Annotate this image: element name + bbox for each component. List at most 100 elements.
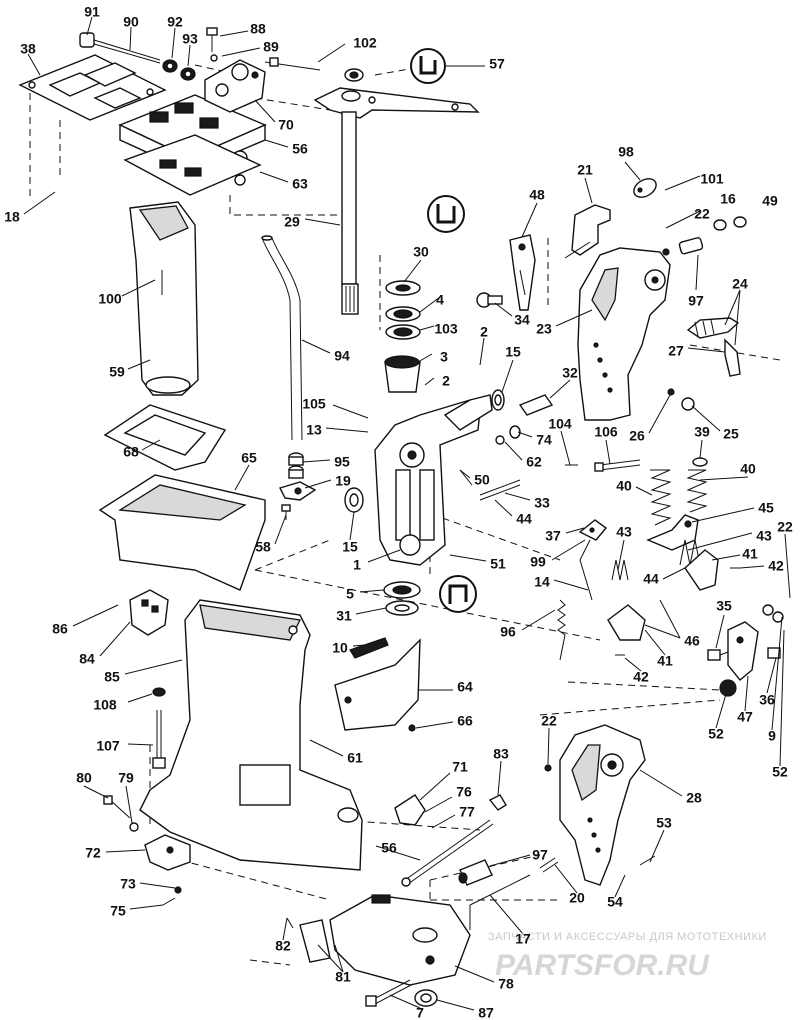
callout-c99: 99 (530, 554, 546, 570)
rod-17 (469, 874, 531, 930)
callout-c50: 50 (474, 472, 490, 488)
bolt-90 (79, 32, 196, 81)
callout-c28: 28 (686, 790, 702, 806)
callout-c77: 77 (459, 804, 475, 820)
callout-c58: 58 (255, 539, 271, 555)
callout-c40b: 40 (616, 478, 632, 494)
watermark-logo: PARTSFOR.RU (495, 949, 710, 982)
swivel-bracket-1 (374, 394, 493, 566)
pins (459, 459, 641, 501)
water-tube-94 (261, 235, 303, 441)
callout-c22a: 22 (694, 206, 710, 222)
callout-c54: 54 (607, 894, 623, 910)
callout-c5: 5 (346, 586, 354, 602)
callout-c13: 13 (306, 422, 322, 438)
bolt-7 (365, 979, 414, 1007)
callout-c78: 78 (498, 976, 514, 992)
callout-c9: 9 (768, 728, 776, 744)
shaft-21 (564, 204, 611, 259)
callout-c102: 102 (353, 35, 377, 51)
callout-c83: 83 (493, 746, 509, 762)
callout-c22b: 22 (777, 519, 793, 535)
callout-c87: 87 (478, 1005, 494, 1020)
callout-c30: 30 (413, 244, 429, 260)
screw-75 (162, 897, 176, 906)
callout-c42a: 42 (768, 558, 784, 574)
callout-c97a: 97 (688, 293, 704, 309)
callout-c57: 57 (489, 56, 505, 72)
callout-c21: 21 (577, 162, 593, 178)
link-48 (509, 234, 536, 311)
callout-c26: 26 (629, 428, 645, 444)
callout-c52a: 52 (708, 726, 724, 742)
callout-c100: 100 (98, 291, 122, 307)
plate-81 (299, 919, 331, 963)
callout-c81: 81 (335, 969, 351, 985)
callout-c10: 10 (332, 640, 348, 656)
watermark-text: ЗАПЧАСТИ И АКСЕССУАРЫ ДЛЯ МОТОТЕХНИКИ (488, 931, 767, 943)
callout-c33: 33 (534, 495, 550, 511)
pin-83 (488, 794, 507, 811)
callout-c39: 39 (694, 424, 710, 440)
bolt-80 (103, 795, 131, 819)
pins-20 (539, 857, 559, 873)
bolt-88 (206, 27, 218, 62)
callout-c7: 7 (416, 1005, 424, 1020)
callout-c29: 29 (284, 214, 300, 230)
disk-98 (633, 178, 657, 198)
callout-c27: 27 (668, 343, 684, 359)
callout-c24: 24 (732, 276, 748, 292)
callout-c23: 23 (536, 321, 552, 337)
callout-c25: 25 (723, 426, 739, 442)
retainer-87 (414, 989, 438, 1007)
plate-68 (103, 404, 227, 471)
callout-c66: 66 (457, 713, 473, 729)
callout-leaders (23, 16, 791, 1011)
stern-bracket-23 (577, 247, 671, 421)
callout-c52b: 52 (772, 764, 788, 780)
bolt-58 (281, 504, 291, 520)
screw-66 (408, 724, 416, 732)
knob-52 (719, 679, 737, 697)
exhaust-gasket-38 (18, 54, 167, 121)
callout-c3: 3 (440, 349, 448, 365)
clamp-bracket-28 (559, 724, 646, 886)
spring-96 (557, 599, 566, 661)
callout-c68: 68 (123, 444, 139, 460)
callout-c107: 107 (96, 738, 120, 754)
screw-53 (639, 855, 656, 866)
callout-c103: 103 (434, 321, 458, 337)
callout-c43b: 43 (756, 528, 772, 544)
callout-c4: 4 (436, 292, 444, 308)
callout-c31: 31 (336, 608, 352, 624)
bushing-stack (384, 280, 421, 393)
callout-c98: 98 (618, 144, 634, 160)
bolts-35-36 (707, 604, 784, 661)
callout-c37: 37 (545, 528, 561, 544)
callout-c14: 14 (534, 574, 550, 590)
clamp-screw-97-top (662, 237, 704, 256)
mount-78 (329, 894, 471, 986)
bolt-107 (152, 687, 166, 769)
bracket-65 (98, 474, 266, 591)
callout-c20: 20 (569, 890, 585, 906)
callout-c91: 91 (84, 4, 100, 20)
pivot-shaft-32 (491, 389, 554, 445)
springs-40 (650, 457, 708, 526)
bracket-47 (727, 621, 759, 681)
seals-5-31 (383, 581, 421, 616)
callout-c79: 79 (118, 770, 134, 786)
callout-c42b: 42 (633, 669, 649, 685)
callout-c104: 104 (548, 416, 572, 432)
pins-42 (615, 567, 740, 656)
callout-c44a: 44 (516, 511, 532, 527)
washer-25 (667, 388, 695, 411)
piece-10 (349, 637, 389, 659)
callout-c40a: 40 (740, 461, 756, 477)
callout-c105: 105 (302, 396, 326, 412)
callout-c38: 38 (20, 41, 36, 57)
callout-c47: 47 (737, 709, 753, 725)
callout-c85: 85 (104, 669, 120, 685)
callout-c74: 74 (536, 432, 552, 448)
callout-c65: 65 (241, 450, 257, 466)
